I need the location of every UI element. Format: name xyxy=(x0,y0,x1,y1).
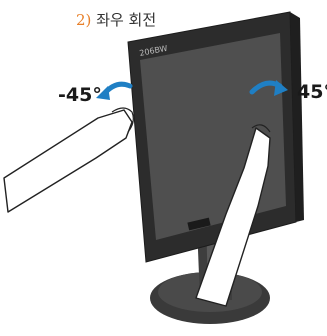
angle-left-label: -45° xyxy=(58,83,102,107)
angle-right-label: 45° xyxy=(297,80,327,104)
left-arm xyxy=(4,110,132,212)
